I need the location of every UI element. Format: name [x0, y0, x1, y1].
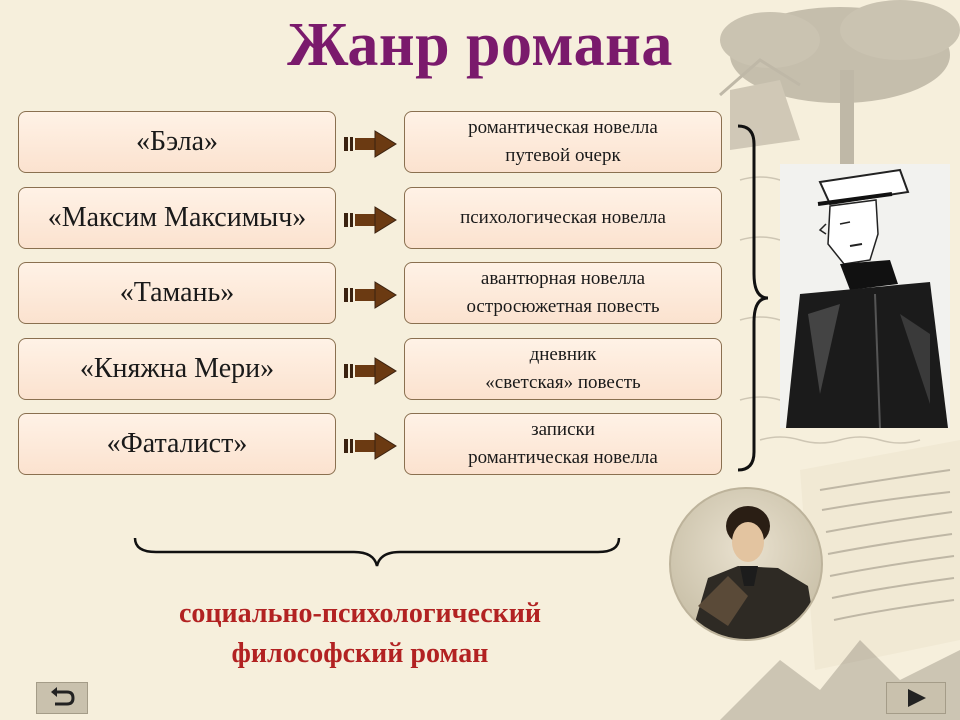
genre-line: авантюрная новелла	[480, 268, 646, 290]
right-arrow-icon	[344, 130, 397, 158]
bottom-brace	[133, 537, 621, 567]
right-arrow-icon	[344, 206, 397, 234]
manuscript-sketch	[800, 440, 960, 670]
genre-box: романтическая новелла путевой очерк	[404, 111, 722, 173]
genre-line: «светская» повесть	[485, 372, 641, 393]
genre-box: дневник «светская» повесть	[404, 338, 722, 400]
story-box: «Княжна Мери»	[18, 338, 336, 400]
page-title: Жанр романа	[287, 11, 673, 79]
genre-line: психологическая новелла	[460, 207, 666, 229]
story-box: «Бэла»	[18, 111, 336, 173]
genre-line: путевой очерк	[505, 145, 621, 166]
right-arrow-icon	[344, 281, 397, 309]
play-forward-icon	[908, 689, 926, 707]
portrait-sketch	[780, 164, 950, 428]
genre-box: записки романтическая новелла	[404, 413, 722, 475]
genre-line: записки	[531, 419, 595, 441]
story-box: «Фаталист»	[18, 413, 336, 475]
right-arrow-icon	[344, 357, 397, 385]
genre-box: авантюрная новелла остросюжетная повесть	[404, 262, 722, 324]
conclusion-line-2: философский роман	[231, 638, 489, 669]
genre-line: дневник	[529, 344, 597, 366]
genre-box: психологическая новелла	[404, 187, 722, 249]
return-arrow-icon	[51, 687, 75, 706]
next-button[interactable]	[886, 682, 946, 714]
story-box: «Максим Максимыч»	[18, 187, 336, 249]
back-button[interactable]	[36, 682, 88, 714]
genre-line: романтическая новелла	[468, 117, 658, 139]
conclusion-line-1: социально-психологический	[178, 598, 542, 629]
genre-line: остросюжетная повесть	[466, 296, 660, 317]
story-box: «Тамань»	[18, 262, 336, 324]
round-portrait	[669, 487, 823, 641]
genre-line: романтическая новелла	[468, 447, 658, 468]
right-brace	[737, 124, 769, 472]
right-arrow-icon	[344, 432, 397, 460]
tree-sketch	[719, 0, 960, 165]
